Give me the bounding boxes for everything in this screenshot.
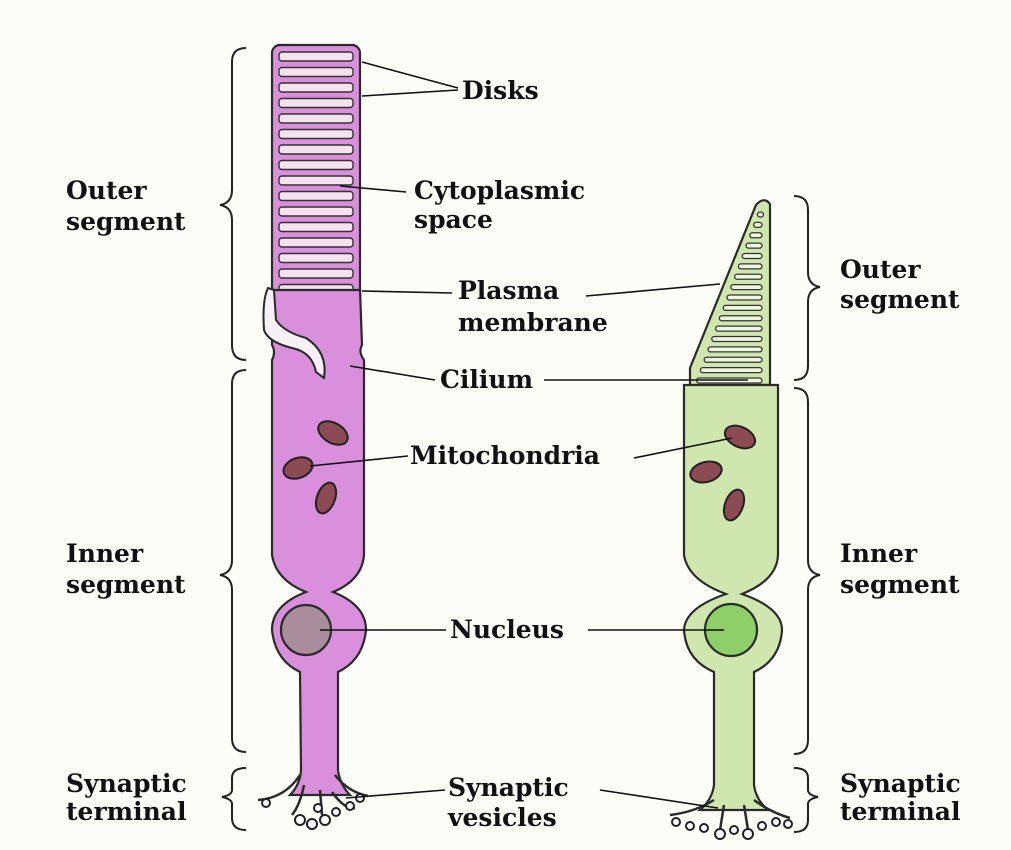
cone-disk: [704, 357, 762, 362]
cone-disk: [712, 337, 762, 342]
leader-plasma-left: [362, 291, 452, 293]
cone-disk: [735, 274, 762, 279]
cone-disk: [723, 305, 762, 310]
label-cytoplasmic-space-1: Cytoplasmic: [414, 176, 585, 205]
right-braces: [794, 196, 820, 832]
label-cytoplasmic-space-2: space: [414, 205, 493, 234]
brace-outer-segment-right: [794, 196, 820, 380]
cone-disk: [757, 212, 763, 217]
label-cilium: Cilium: [440, 365, 533, 394]
leader-disks-2: [362, 90, 458, 96]
cone-disk: [742, 254, 762, 259]
rod-disk: [279, 130, 353, 139]
right-label-terminal-2: terminal: [840, 797, 960, 826]
right-label-outer-1: Outer: [840, 255, 921, 284]
left-label-terminal-2: terminal: [66, 797, 186, 826]
rod-disk: [279, 161, 353, 170]
label-nucleus: Nucleus: [450, 615, 564, 644]
label-plasma-membrane-2: membrane: [458, 308, 608, 337]
leader-plasma-right: [586, 284, 720, 296]
right-label-terminal-1: Synaptic: [840, 769, 961, 798]
right-label-outer-2: segment: [840, 285, 960, 314]
rod-disk: [279, 269, 353, 278]
center-labels: Disks Cytoplasmic space Plasma membrane …: [410, 76, 608, 832]
rod-disk: [279, 223, 353, 232]
cone-inner-segment: [684, 385, 782, 810]
label-plasma-membrane-1: Plasma: [458, 276, 559, 305]
left-label-terminal-1: Synaptic: [66, 769, 187, 798]
right-region-labels: Outer segment Inner segment Synaptic ter…: [840, 255, 961, 826]
cone-disk: [754, 222, 762, 227]
left-region-labels: Outer segment Inner segment Synaptic ter…: [66, 176, 187, 826]
right-label-inner-2: segment: [840, 570, 960, 599]
right-label-inner-1: Inner: [840, 539, 918, 568]
rod-disk: [279, 145, 353, 154]
rod-disk: [279, 254, 353, 263]
cone-synaptic-vesicles: [672, 818, 792, 839]
brace-synaptic-terminal-right: [794, 768, 818, 832]
rod-disk: [279, 83, 353, 92]
rod-disk: [279, 68, 353, 77]
rod-disk: [279, 114, 353, 123]
cone-disk: [727, 295, 762, 300]
cone-disk: [719, 316, 762, 321]
brace-inner-segment-right: [794, 388, 820, 754]
cone-disk: [731, 285, 762, 290]
label-mitochondria: Mitochondria: [410, 441, 600, 470]
cone-disk: [708, 347, 762, 352]
cone-disk: [700, 368, 762, 373]
rod-disk: [279, 207, 353, 216]
leader-disks-1: [362, 62, 458, 88]
left-label-outer-1: Outer: [66, 176, 147, 205]
left-label-outer-2: segment: [66, 207, 186, 236]
cone-disk: [750, 233, 762, 238]
rod-synaptic-vesicles: [262, 794, 364, 829]
brace-synaptic-terminal-left: [222, 768, 246, 830]
leader-lines: [310, 62, 748, 808]
leader-vesicles-right: [600, 790, 718, 808]
cone-disk: [738, 264, 762, 269]
left-label-inner-1: Inner: [66, 539, 144, 568]
brace-outer-segment-left: [220, 48, 246, 360]
cone-disk: [746, 243, 762, 248]
rod-disks: [279, 52, 353, 309]
rod-disk: [279, 176, 353, 185]
rod-disk: [279, 52, 353, 61]
rod-disk: [279, 238, 353, 247]
cone-disks: [697, 212, 764, 383]
brace-inner-segment-left: [220, 370, 246, 752]
label-disks: Disks: [462, 76, 539, 105]
cone-disk: [716, 326, 762, 331]
label-synaptic-vesicles-2: vesicles: [447, 803, 557, 832]
left-braces: [220, 48, 246, 830]
rod-disk: [279, 99, 353, 108]
rod-cell: [258, 45, 368, 829]
cone-cell: [670, 200, 792, 839]
left-label-inner-2: segment: [66, 570, 186, 599]
label-synaptic-vesicles-1: Synaptic: [448, 773, 569, 802]
rod-disk: [279, 192, 353, 201]
